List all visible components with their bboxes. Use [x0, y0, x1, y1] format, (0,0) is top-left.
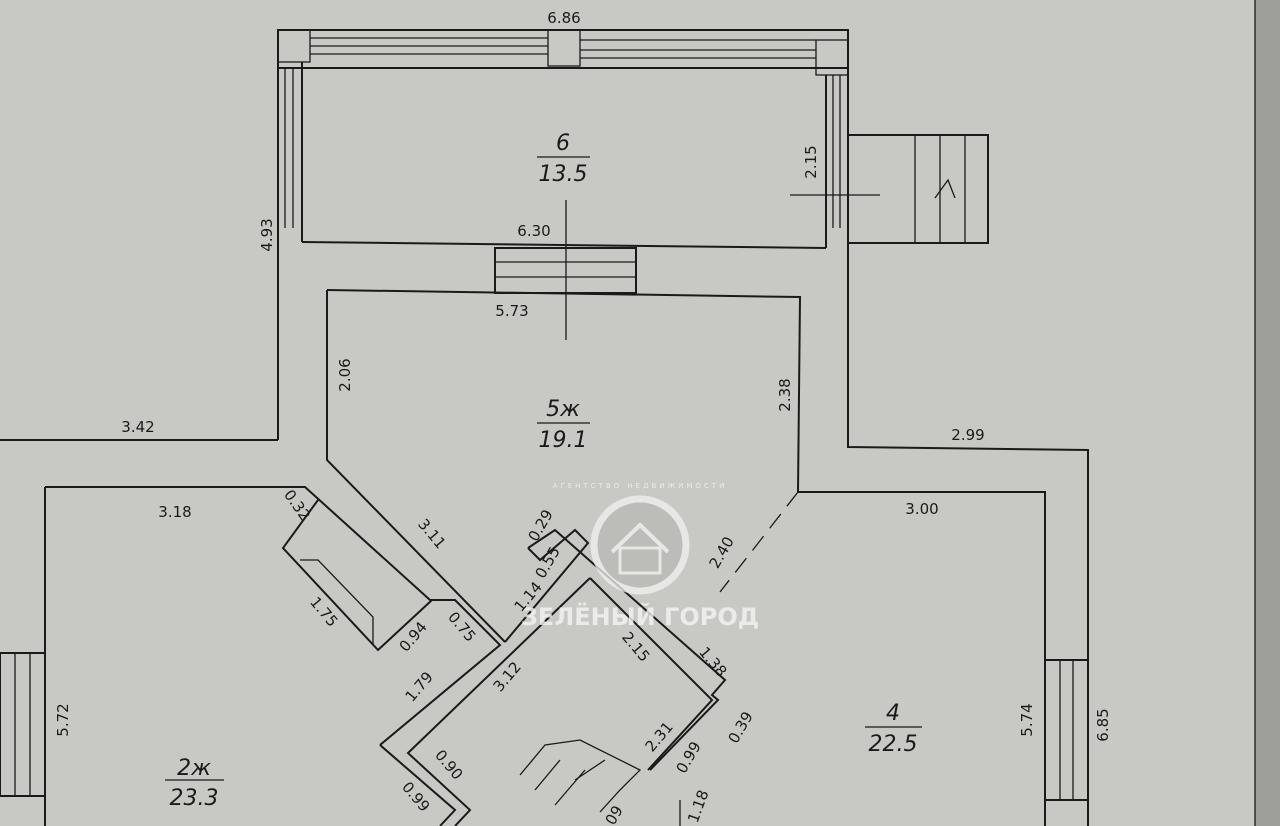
room-area: 19.1 — [539, 428, 588, 453]
dim-label: 1.75 — [306, 593, 341, 630]
room-area: 23.3 — [170, 786, 219, 811]
room-label-6: 6 13.5 — [537, 131, 590, 187]
dim-label: 6.30 — [517, 222, 550, 240]
room-label-2: 2ж 23.3 — [165, 756, 224, 811]
room-2-walls — [0, 486, 1089, 826]
dim-label: 5.72 — [54, 703, 72, 736]
dim-label: 2.38 — [776, 378, 794, 411]
dim-label: 3.18 — [158, 503, 191, 521]
room-number: 4 — [886, 701, 900, 726]
dim-label: 3.11 — [414, 515, 449, 552]
dim-label: 0.55 — [532, 544, 564, 582]
watermark-brand: ЗЕЛЁНЫЙ ГОРОД — [521, 602, 759, 631]
room-label-4: 4 22.5 — [865, 701, 922, 757]
porch-stairs — [790, 134, 989, 244]
dim-label: 6.86 — [547, 9, 580, 27]
watermark-agency: АГЕНТСТВО НЕДВИЖИМОСТИ — [553, 482, 728, 490]
dim-label: 5.74 — [1018, 703, 1036, 736]
room-label-5: 5ж 19.1 — [537, 397, 590, 453]
dim-label: 2.06 — [336, 358, 354, 391]
staircase-walls — [379, 528, 727, 826]
dimension-labels: 6.86 2.15 4.93 6.30 5.73 2.06 2.38 3.42 … — [54, 9, 1112, 826]
dim-label: 3.12 — [490, 658, 525, 695]
room-number: 6 — [556, 131, 570, 156]
dim-label: 4.93 — [258, 218, 276, 251]
dim-label: 3.00 — [905, 500, 938, 518]
watermark-logo — [590, 495, 690, 595]
dim-label: 1.38 — [695, 643, 730, 680]
dim-label: 1.09 — [595, 803, 627, 826]
dim-label: 3.42 — [121, 418, 154, 436]
paper-edge — [1255, 0, 1280, 826]
dim-label: 2.15 — [618, 628, 653, 665]
dim-label: 0.32 — [280, 486, 314, 524]
dim-label: 0.29 — [525, 507, 557, 545]
dim-label: 6.85 — [1094, 708, 1112, 741]
room-number: 2ж — [177, 756, 211, 781]
dim-label: 0.99 — [673, 739, 705, 777]
dim-label: 2.15 — [802, 145, 820, 178]
dim-label: 0.94 — [396, 618, 431, 655]
room-number: 5ж — [546, 397, 580, 422]
dim-label: 0.90 — [431, 746, 466, 783]
dim-label: 0.75 — [444, 608, 479, 645]
room-area: 22.5 — [869, 732, 918, 757]
door-steps — [494, 200, 637, 340]
dim-label: 2.31 — [642, 718, 677, 755]
dim-label: 0.99 — [398, 778, 433, 815]
dim-label: 2.40 — [706, 534, 738, 572]
dim-label: 2.99 — [951, 426, 984, 444]
dim-label: 5.73 — [495, 302, 528, 320]
dim-label: 1.79 — [402, 668, 437, 705]
dim-label: 1.18 — [684, 788, 712, 826]
room-area: 13.5 — [539, 162, 588, 187]
dim-label: 0.39 — [725, 709, 757, 747]
